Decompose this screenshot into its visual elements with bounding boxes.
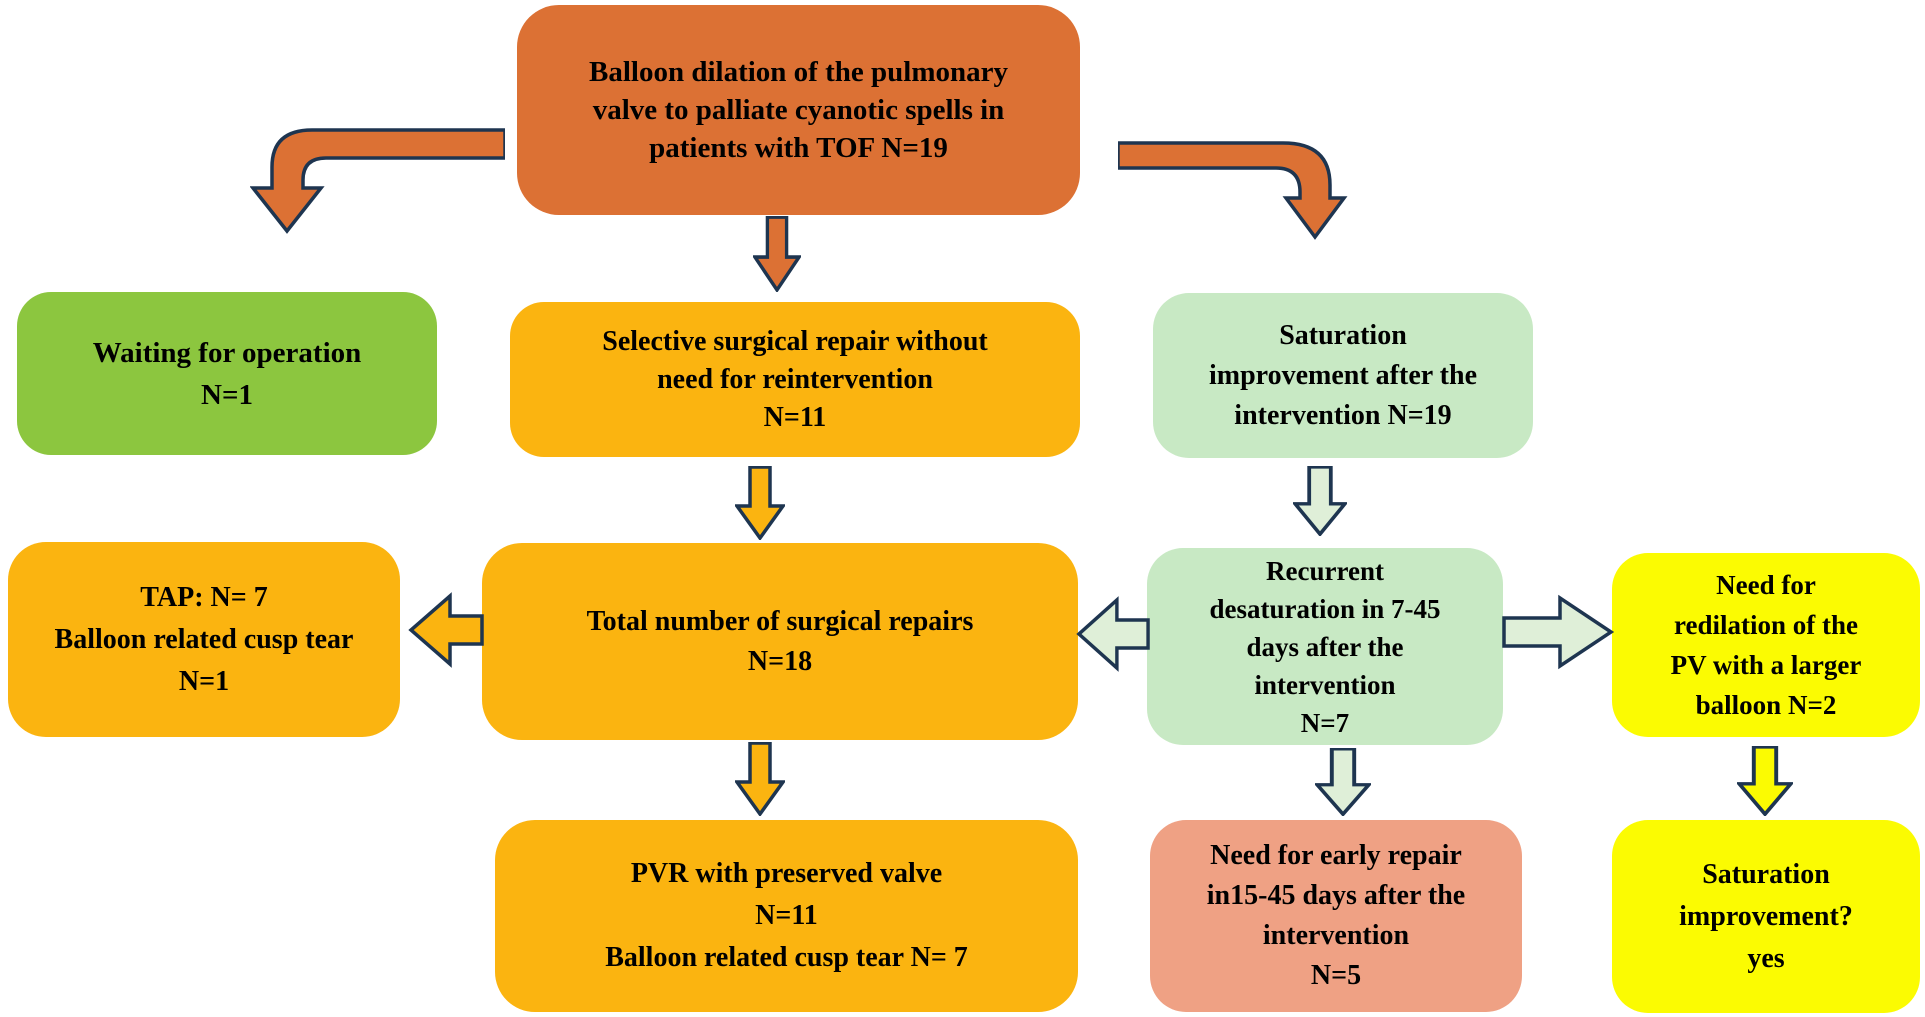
- elbow-arrow-top-to-saturation-icon: [1118, 140, 1348, 240]
- down-arrow-recurrent-to-early-icon: [1315, 748, 1371, 816]
- down-arrow-redilation-to-satimprove-icon: [1737, 746, 1793, 816]
- node-saturation-improvement-yes: Saturation improvement? yes: [1612, 820, 1920, 1013]
- left-arrow-recurrent-to-total-icon: [1076, 596, 1150, 672]
- node-total-surgical-repairs: Total number of surgical repairs N=18: [482, 543, 1078, 740]
- node-balloon-dilation: Balloon dilation of the pulmonary valve …: [517, 5, 1080, 215]
- node-recurrent-desaturation: Recurrent desaturation in 7-45 days afte…: [1147, 548, 1503, 745]
- left-arrow-total-to-tap-icon: [408, 592, 484, 668]
- node-saturation-improvement: Saturation improvement after the interve…: [1153, 293, 1533, 458]
- node-selective-repair: Selective surgical repair without need f…: [510, 302, 1080, 457]
- down-arrow-top-to-selective-icon: [753, 216, 801, 292]
- right-arrow-recurrent-to-redilation-icon: [1502, 594, 1614, 670]
- down-arrow-saturation-to-recurrent-icon: [1293, 466, 1347, 536]
- elbow-arrow-top-to-waiting-icon: [250, 125, 505, 235]
- down-arrow-selective-to-total-icon: [735, 466, 785, 540]
- node-need-for-redilation: Need for redilation of the PV with a lar…: [1612, 553, 1920, 737]
- node-waiting-for-operation: Waiting for operation N=1: [17, 292, 437, 455]
- down-arrow-total-to-pvr-icon: [735, 742, 785, 816]
- node-pvr-preserved-valve: PVR with preserved valve N=11 Balloon re…: [495, 820, 1078, 1012]
- node-need-early-repair: Need for early repair in15-45 days after…: [1150, 820, 1522, 1012]
- node-tap: TAP: N= 7 Balloon related cusp tear N=1: [8, 542, 400, 737]
